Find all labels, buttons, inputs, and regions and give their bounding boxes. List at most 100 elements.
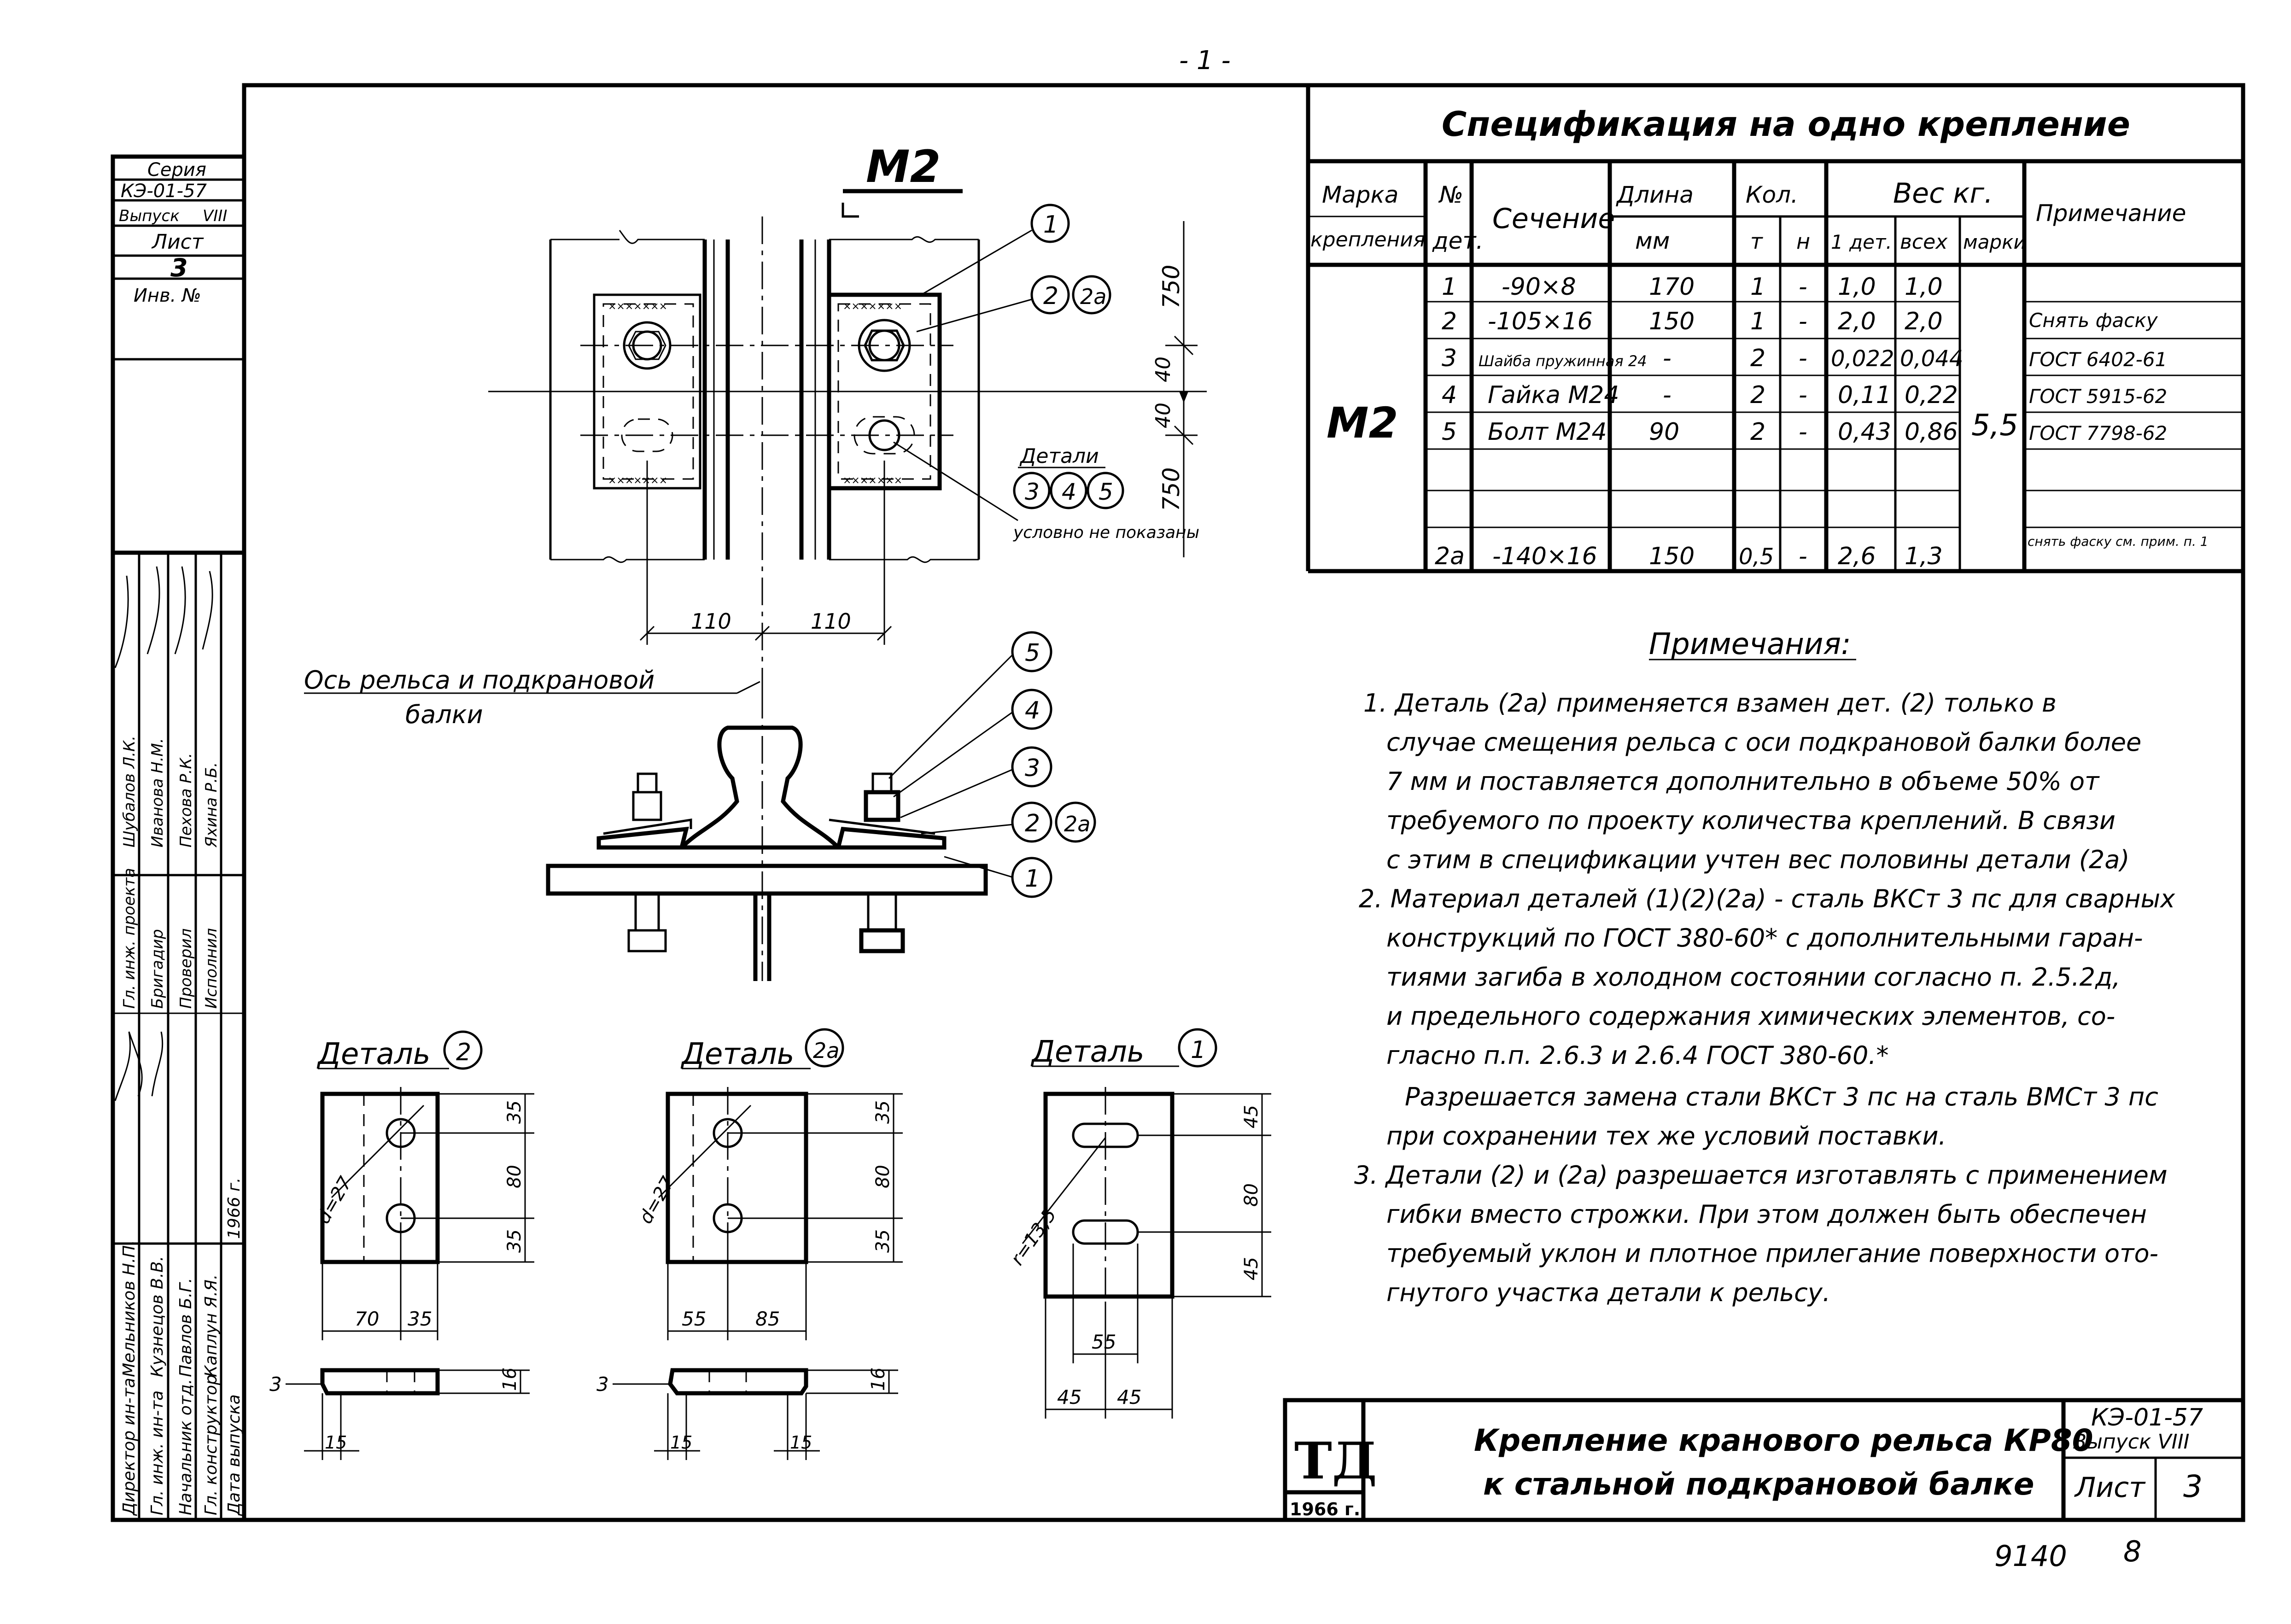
details-num-3: 3 — [1025, 479, 1040, 505]
spec-cell-t: 0,5 — [1739, 544, 1774, 570]
detail-1-num: 1 — [1191, 1036, 1206, 1064]
detail-1-dim-h2b: 45 — [1117, 1386, 1141, 1408]
spec-cell-w1: 2,6 — [1838, 543, 1876, 570]
detail-2a-t: 3 — [596, 1373, 609, 1396]
left-stamp-frame — [111, 154, 246, 1522]
spec-cell-no: 1 — [1442, 273, 1457, 301]
spec-cell-note: Снять фаску — [2029, 309, 2158, 332]
detail-2a: Деталь 2а d=27 35 80 35 55 85 3 16 — [596, 1028, 903, 1460]
stamp-series-label: Серия — [147, 159, 206, 181]
detail-2a-dim-v1: 35 — [872, 1100, 894, 1124]
stamp-role-chief-eng: Гл. инж. ин-та — [148, 1390, 167, 1515]
note-line-4: требуемого по проекту количества креплен… — [1386, 806, 2116, 835]
spec-cell-t: 1 — [1750, 273, 1765, 301]
spec-cell-w1: 1,0 — [1838, 273, 1876, 301]
spec-cell-len: - — [1663, 345, 1671, 372]
note-line-11: Разрешается замена стали ВКСт 3 пс на ст… — [1405, 1082, 2158, 1111]
spec-row: 4 Гайка М24 - 2 - 0,11 0,22 ГОСТ 5915-62 — [1442, 381, 2167, 409]
spec-cell-len: 150 — [1649, 308, 1695, 335]
spec-h-no-2: дет. — [1432, 228, 1483, 254]
spec-cell-n: - — [1799, 273, 1807, 301]
detail-2-dim-v2: 80 — [504, 1165, 525, 1188]
spec-row: 3 Шайба пружинная 24 - 2 - 0,022 0,044 Г… — [1442, 345, 2167, 372]
spec-h-no-1: № — [1438, 181, 1463, 208]
spec-cell-n: - — [1799, 418, 1807, 446]
note-line-1: 1. Деталь (2а) применяется взамен дет. (… — [1363, 689, 2057, 718]
detail-2a-dim-v2: 80 — [872, 1165, 894, 1188]
spec-table: Спецификация на одно крепление Марка кре… — [1306, 85, 2243, 573]
spec-h-qty-t: т — [1750, 229, 1763, 254]
notes-title: Примечания: — [1649, 627, 1851, 661]
detail-1-dim-h1: 55 — [1092, 1331, 1116, 1353]
axis-label-2: балки — [405, 700, 483, 729]
detail-1-dim-h2a: 45 — [1057, 1386, 1081, 1408]
bottom-number-left: 9140 — [1994, 1539, 2067, 1573]
logo-year: 1966 г. — [1290, 1499, 1360, 1519]
stamp-role-checked: Проверил — [177, 929, 195, 1009]
spec-h-weight: Вес кг. — [1893, 177, 1993, 210]
detail-2-dim-v1: 35 — [504, 1100, 525, 1124]
spec-h-wall: всех — [1900, 230, 1948, 254]
detail-1-dim-v1: 45 — [1241, 1105, 1262, 1128]
spec-cell-note: ГОСТ 6402-61 — [2029, 348, 2167, 371]
section-callout-1: 1 — [1025, 865, 1040, 893]
details-label: Детали — [1019, 444, 1099, 468]
axis-label-1: Ось рельса и подкрановой — [304, 666, 655, 695]
spec-h-qty: Кол. — [1746, 181, 1798, 208]
dim-40b: 40 — [1151, 403, 1175, 428]
detail-2a-d: d=27 — [635, 1173, 679, 1227]
spec-cell-wall: 0,22 — [1905, 381, 1958, 409]
spec-h-length-2: мм — [1635, 228, 1670, 254]
title-code: КЭ-01-57 — [2091, 1404, 2203, 1431]
note-line-9: и предельного содержания химических элем… — [1386, 1002, 2115, 1031]
title-issue: Выпуск VIII — [2073, 1430, 2190, 1454]
spec-mark-weight: 5,5 — [1971, 409, 2018, 443]
note-line-14: гибки вместо строжки. При этом должен бы… — [1386, 1200, 2147, 1229]
detail-2a-e2: 15 — [790, 1432, 812, 1453]
detail-2-num: 2 — [456, 1039, 471, 1066]
left-stamp: Серия КЭ-01-57 Выпуск VIII Лист 3 Инв. №… — [113, 159, 244, 1520]
svg-text:×××××××: ××××××× — [843, 301, 902, 312]
spec-cell-w1: 0,43 — [1838, 418, 1891, 446]
dim-110-right: 110 — [811, 609, 851, 634]
spec-h-w1: 1 дет. — [1831, 231, 1892, 253]
section-callout-5: 5 — [1025, 639, 1040, 667]
section-view: 5 4 3 2 2а 1 — [546, 631, 1096, 981]
bottom-number-right: 8 — [2123, 1535, 2141, 1568]
callout-2: 2 — [1043, 282, 1058, 310]
spec-cell-no: 2 — [1442, 308, 1457, 335]
callout-1: 1 — [1043, 211, 1058, 239]
dim-110-left: 110 — [691, 609, 731, 634]
title-sheet-value: 3 — [2183, 1469, 2203, 1504]
stamp-date-label: Дата выпуска — [225, 1394, 244, 1516]
spec-row: 5 Болт М24 90 2 - 0,43 0,86 ГОСТ 7798-62 — [1442, 418, 2167, 446]
spec-cell-t: 2 — [1750, 418, 1765, 446]
spec-h-mark-2: крепления — [1310, 228, 1425, 251]
stamp-sheet-label: Лист — [151, 230, 204, 254]
spec-row: 1 -90×8 170 1 - 1,0 1,0 — [1442, 273, 1943, 301]
spec-h-wmark: марки — [1963, 231, 2026, 253]
spec-cell-section: Шайба пружинная 24 — [1479, 352, 1647, 370]
detail-2a-h: 16 — [868, 1367, 889, 1391]
stamp-date-value: 1966 г. — [225, 1178, 244, 1239]
spec-row: 2а -140×16 150 0,5 - 2,6 1,3 снять фаску… — [1435, 534, 2209, 570]
spec-cell-no: 4 — [1442, 381, 1457, 409]
page-mark: - 1 - — [1179, 46, 1231, 76]
detail-2a-num: 2а — [813, 1038, 839, 1063]
detail-2a-title: Деталь — [680, 1037, 795, 1071]
spec-cell-n: - — [1799, 381, 1807, 409]
stamp-issue-label: Выпуск — [119, 207, 180, 225]
detail-2-dim-h1: 70 — [355, 1308, 379, 1330]
note-not-shown: условно не показаны — [1013, 523, 1199, 542]
spec-cell-t: 2 — [1750, 345, 1765, 372]
spec-title: Спецификация на одно крепление — [1442, 105, 2130, 144]
stamp-role-director: Директор ин-та — [120, 1378, 139, 1516]
spec-cell-len: - — [1663, 381, 1671, 409]
svg-text:×××××××: ××××××× — [608, 301, 667, 312]
title-line-2: к стальной подкрановой балке — [1483, 1466, 2034, 1502]
detail-2-title: Деталь — [316, 1037, 431, 1071]
detail-2-dim-v3: 35 — [504, 1229, 525, 1253]
detail-2-t: 3 — [269, 1373, 282, 1396]
detail-1-r: r=13,5 — [1007, 1204, 1061, 1269]
note-line-2: случае смещения рельса с оси подкрановой… — [1386, 728, 2141, 757]
